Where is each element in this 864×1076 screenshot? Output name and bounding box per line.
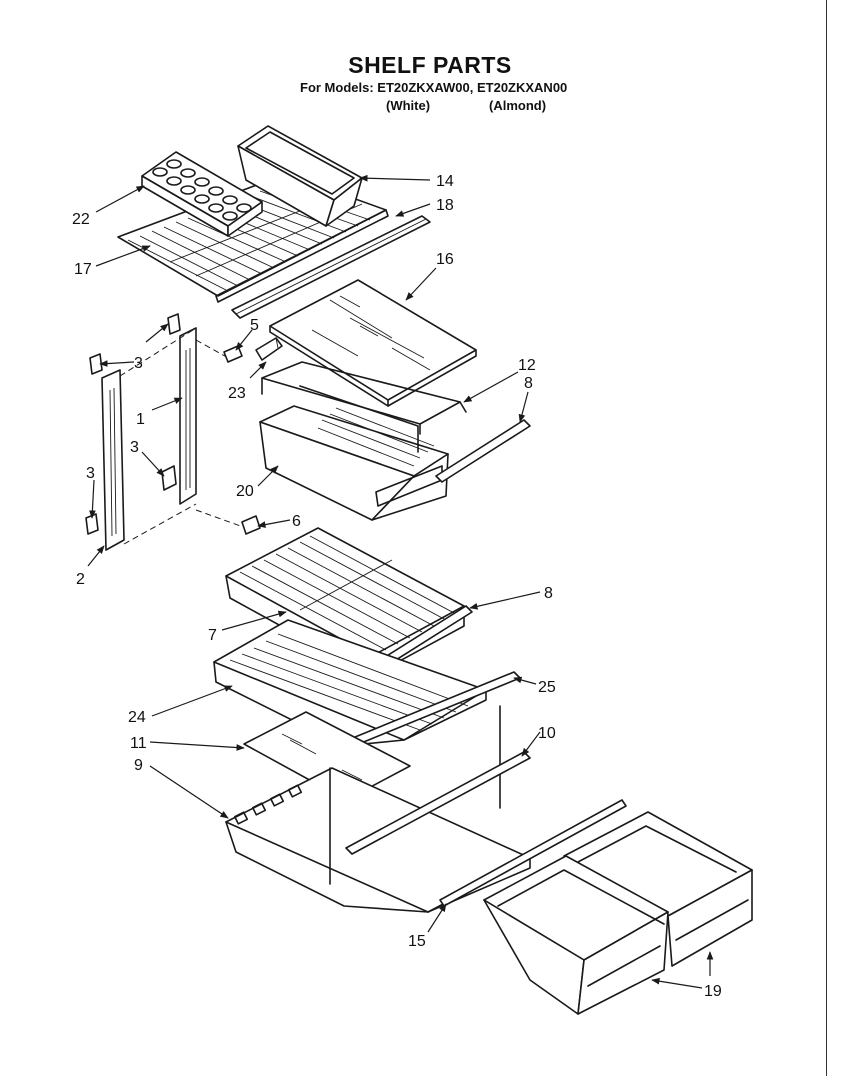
callout-16: 16 xyxy=(436,251,454,268)
callout-3-lower: 3 xyxy=(86,465,95,482)
callout-17: 17 xyxy=(74,261,92,278)
variant-white: (White) xyxy=(386,98,431,113)
callout-8-lower: 8 xyxy=(544,585,553,602)
callout-11: 11 xyxy=(130,735,147,752)
callout-23: 23 xyxy=(228,385,246,402)
callout-25: 25 xyxy=(538,679,556,696)
callout-18: 18 xyxy=(436,197,454,214)
callout-22: 22 xyxy=(72,211,90,228)
trim-rod-upper xyxy=(435,419,531,483)
callout-3-upper: 3 xyxy=(134,355,143,372)
variant-almond: (Almond) xyxy=(489,98,547,113)
page-edge-line xyxy=(826,0,827,1076)
callout-24: 24 xyxy=(128,709,146,726)
screw-lower xyxy=(241,515,261,535)
callout-3-middle: 3 xyxy=(130,439,139,456)
crisper-drawer xyxy=(259,385,449,521)
callout-7: 7 xyxy=(208,627,217,644)
shelf-ladder-rear xyxy=(179,327,197,505)
callout-1: 1 xyxy=(136,411,145,428)
callout-9: 9 xyxy=(134,757,143,774)
trim-rod-10 xyxy=(345,751,531,855)
shelf-ladder-front xyxy=(101,369,125,551)
callout-12: 12 xyxy=(518,357,536,374)
screw-upper xyxy=(223,345,243,363)
shelf-bracket xyxy=(255,337,283,361)
egg-tray xyxy=(141,151,263,237)
models-line: For Models: ET20ZKXAW00, ET20ZKXAN00 xyxy=(300,80,568,95)
trim-strip-upper xyxy=(231,215,431,319)
callout-10: 10 xyxy=(538,725,556,742)
callout-6: 6 xyxy=(292,513,301,530)
callout-19: 19 xyxy=(704,983,722,1000)
callout-2: 2 xyxy=(76,571,85,588)
covered-bin xyxy=(237,125,363,227)
callout-5: 5 xyxy=(250,317,259,334)
cantilever-shelf-lower xyxy=(213,619,487,747)
callout-15: 15 xyxy=(408,933,426,950)
callout-14: 14 xyxy=(436,173,454,190)
callout-labels: 22 17 14 18 16 5 3 23 12 8 1 3 3 20 6 2 … xyxy=(72,173,722,1000)
callout-leaders xyxy=(87,174,714,989)
callout-20: 20 xyxy=(236,483,254,500)
ladder-clips xyxy=(85,313,181,535)
crisper-drawer-right xyxy=(563,811,753,967)
callout-8-upper: 8 xyxy=(524,375,533,392)
crisper-drawer-left xyxy=(483,855,669,1015)
diagram-title: SHELF PARTS xyxy=(348,52,512,78)
